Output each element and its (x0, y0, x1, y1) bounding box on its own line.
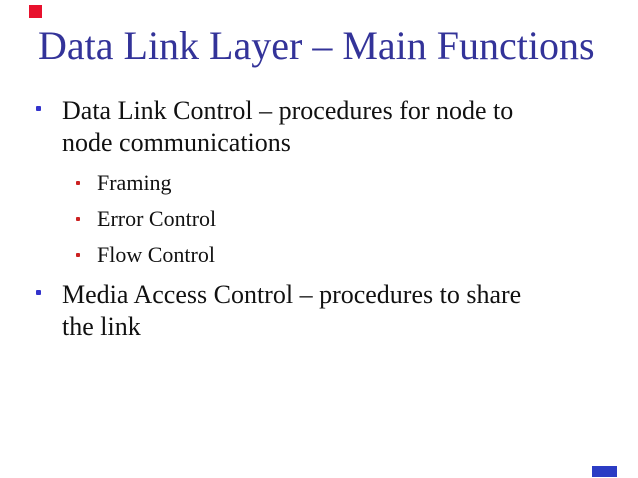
bullet-item: Media Access Control – procedures to sha… (30, 279, 620, 343)
bullet-text: Media Access Control – procedures to sha… (62, 280, 522, 341)
bullet-text: Data Link Control – procedures for node … (62, 96, 514, 157)
sub-bullet-item: Error Control (30, 201, 620, 237)
bullet-dot-icon (76, 217, 80, 221)
sub-bullet-text: Framing (97, 170, 172, 195)
bullet-dot-icon (36, 290, 41, 295)
blue-bar-decoration (592, 466, 617, 477)
red-square-decoration (29, 5, 42, 18)
sub-bullet-text: Flow Control (97, 242, 215, 267)
bullet-dot-icon (76, 253, 80, 257)
bullet-dot-icon (36, 106, 41, 111)
slide-title: Data Link Layer – Main Functions (38, 23, 595, 68)
sub-bullet-item: Framing (30, 165, 620, 201)
bullet-item: Data Link Control – procedures for node … (30, 95, 620, 159)
sub-bullet-text: Error Control (97, 206, 217, 231)
sub-bullet-item: Flow Control (30, 237, 620, 273)
bullet-dot-icon (76, 181, 80, 185)
slide-body: Data Link Control – procedures for node … (30, 95, 620, 343)
